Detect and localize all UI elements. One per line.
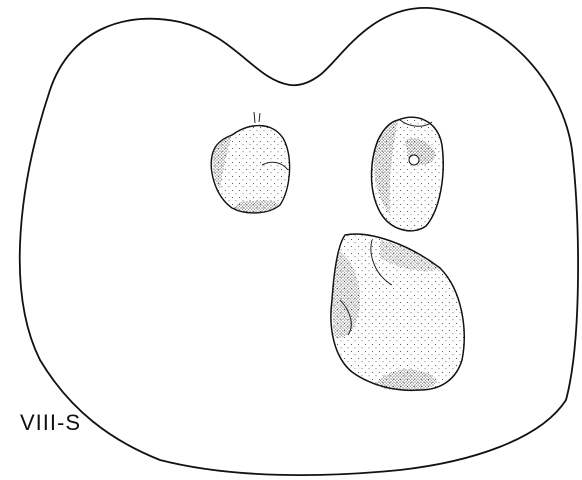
cell-outline bbox=[20, 8, 578, 475]
grain-large bbox=[331, 234, 464, 391]
grain-left bbox=[211, 112, 289, 213]
grain-oval bbox=[372, 117, 444, 231]
figure-label: VIII-S bbox=[20, 410, 81, 436]
